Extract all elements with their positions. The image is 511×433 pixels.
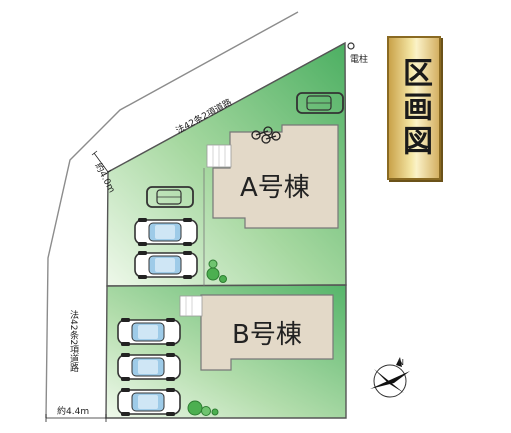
tree-icon [187, 400, 219, 416]
building-a [212, 124, 339, 229]
car-icon [134, 217, 198, 247]
compass-icon: N [370, 357, 410, 398]
road-west-label: 法42条2項道路 [68, 309, 79, 373]
car-icon [117, 317, 181, 347]
page-title: 区画図 [397, 57, 432, 159]
bicycle-icon [251, 126, 281, 144]
lot-a-label: A号棟 [240, 173, 310, 203]
car-icon [134, 250, 198, 280]
car-icon [117, 352, 181, 382]
road-west-width: 約4.4m [57, 405, 89, 417]
utility-pole-icon [347, 42, 355, 50]
svg-text:N: N [398, 358, 404, 367]
tree-icon [206, 259, 227, 283]
utility-pole-label: 電柱 [350, 53, 368, 65]
building-b-porch [179, 295, 203, 317]
building-b [200, 294, 334, 371]
car-icon [117, 387, 181, 417]
title-plate: 区画図 [387, 36, 441, 180]
lot-b-label: B号棟 [232, 320, 302, 350]
road-north-outer-edge [45, 11, 299, 419]
